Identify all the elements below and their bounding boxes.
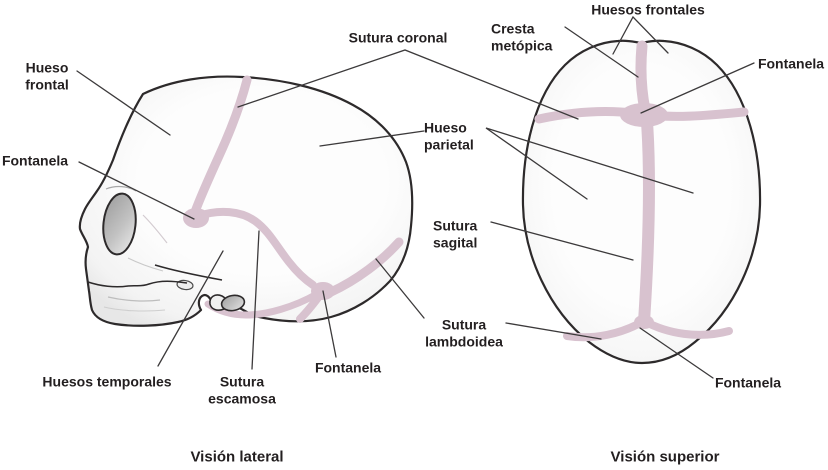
lambdoid-suture-lateral bbox=[326, 237, 404, 297]
zygomatic-arch-line bbox=[154, 264, 223, 281]
lateral-skull-outline bbox=[78, 75, 414, 327]
posterior-fontanelle-shape bbox=[634, 315, 654, 329]
caption-vision-superior: Visión superior bbox=[610, 448, 720, 466]
leader-fontanela-posterolateral bbox=[322, 290, 337, 358]
leader-huesos-frontales bbox=[612, 15, 669, 55]
temporal-faint-suture-line bbox=[142, 214, 168, 244]
leader-hueso-parietal-superior bbox=[485, 127, 694, 200]
squamosal-suture bbox=[194, 207, 317, 289]
leader-sutura-sagital bbox=[490, 221, 634, 261]
sphenoidal-fontanelle-shape bbox=[183, 208, 209, 228]
leader-sutura-lambdoidea-superior bbox=[505, 322, 602, 340]
metopic-suture bbox=[635, 40, 651, 116]
sagittal-suture bbox=[638, 116, 655, 328]
superior-skull-outline bbox=[521, 39, 762, 365]
occlusal-line bbox=[87, 280, 188, 288]
leader-sutura-coronal bbox=[237, 49, 579, 120]
mandible-faint-line-2 bbox=[103, 306, 166, 312]
coronal-suture-lateral bbox=[190, 75, 252, 217]
cheek-faint-line bbox=[127, 257, 164, 272]
leader-sutura-lambdoidea-lateral bbox=[375, 258, 425, 319]
leader-fontanela-anterior bbox=[640, 62, 755, 114]
leader-huesos-temporales bbox=[157, 250, 224, 367]
lateral-skull bbox=[78, 75, 414, 327]
leader-cresta-metopica bbox=[564, 26, 639, 78]
eye-socket bbox=[102, 192, 137, 256]
ear-canal bbox=[220, 294, 246, 312]
leader-hueso-frontal bbox=[76, 70, 171, 136]
superior-skull bbox=[521, 39, 762, 365]
leader-fontanela-posterior bbox=[639, 327, 714, 379]
caption-vision-lateral: Visión lateral bbox=[190, 448, 284, 466]
anterior-fontanelle-shape bbox=[620, 103, 668, 127]
leader-fontanela-anterolateral bbox=[78, 161, 195, 220]
leader-hueso-parietal-lateral bbox=[319, 130, 425, 147]
mandible-faint-line-1 bbox=[107, 296, 161, 302]
leader-sutura-escamosa bbox=[251, 230, 260, 370]
